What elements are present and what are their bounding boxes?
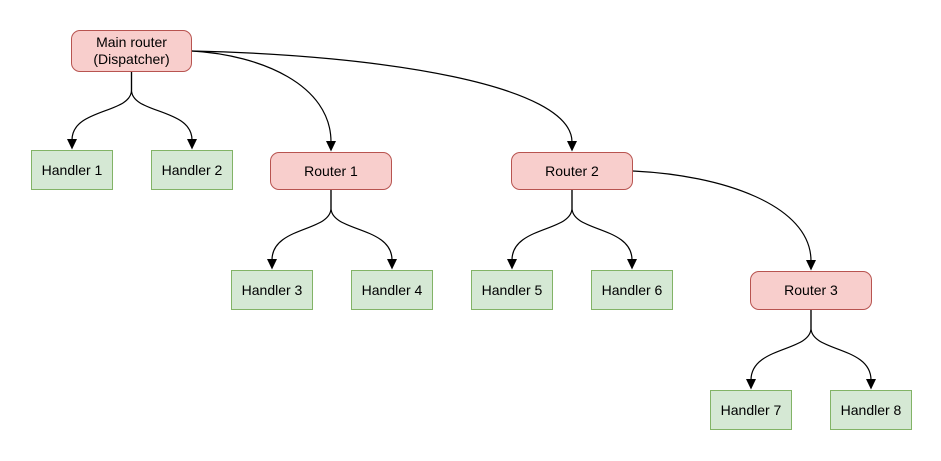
arrowhead-icon [567, 141, 577, 152]
node-handler-1: Handler 1 [31, 150, 113, 190]
edge-router-2-to-router-3 [632, 170, 812, 262]
node-handler-4: Handler 4 [351, 270, 433, 310]
arrowhead-icon [806, 260, 816, 271]
arrowhead-icon [267, 259, 277, 270]
node-label: Handler 2 [161, 161, 223, 178]
edge-router-1-to-handler-4 [330, 190, 393, 261]
node-handler-8: Handler 8 [830, 390, 912, 430]
node-handler-6: Handler 6 [591, 270, 673, 310]
edge-main-router-to-router-1 [191, 50, 332, 143]
node-label: Router 3 [784, 282, 838, 298]
edge-router-3-to-handler-8 [810, 310, 872, 381]
edge-router-2-to-handler-6 [571, 190, 633, 261]
node-handler-3: Handler 3 [231, 270, 313, 310]
node-label: Main router [96, 34, 167, 50]
edge-main-router-to-router-2 [191, 50, 573, 143]
node-handler-2: Handler 2 [151, 150, 233, 190]
node-handler-7: Handler 7 [710, 390, 792, 430]
arrowhead-icon [67, 139, 77, 150]
edge-router-1-to-handler-3 [271, 190, 332, 261]
arrowhead-icon [746, 379, 756, 390]
node-label: Handler 7 [720, 401, 782, 418]
node-handler-5: Handler 5 [471, 270, 553, 310]
node-router-2: Router 2 [511, 152, 633, 190]
node-label: Handler 6 [601, 281, 663, 298]
arrowhead-icon [866, 379, 876, 390]
node-router-3: Router 3 [750, 271, 872, 310]
edge-router-2-to-handler-5 [511, 190, 573, 261]
edge-main-router-to-handler-1 [71, 72, 133, 141]
node-label: Router 2 [545, 162, 599, 179]
edge-router-3-to-handler-7 [750, 310, 812, 381]
edge-main-router-to-handler-2 [130, 72, 193, 141]
node-label: Handler 5 [481, 281, 543, 298]
node-label: (Dispatcher) [93, 51, 170, 67]
arrowhead-icon [187, 139, 197, 150]
arrowhead-icon [326, 141, 336, 152]
node-router-1: Router 1 [270, 152, 392, 190]
node-label: Handler 8 [840, 401, 902, 418]
arrowhead-icon [387, 259, 397, 270]
arrowhead-icon [507, 259, 517, 270]
node-main-router: Main router(Dispatcher) [71, 30, 192, 72]
node-label: Router 1 [304, 162, 358, 179]
arrowhead-icon [627, 259, 637, 270]
node-label: Handler 1 [41, 161, 103, 178]
node-label: Handler 4 [361, 281, 423, 298]
node-label: Handler 3 [241, 281, 303, 298]
